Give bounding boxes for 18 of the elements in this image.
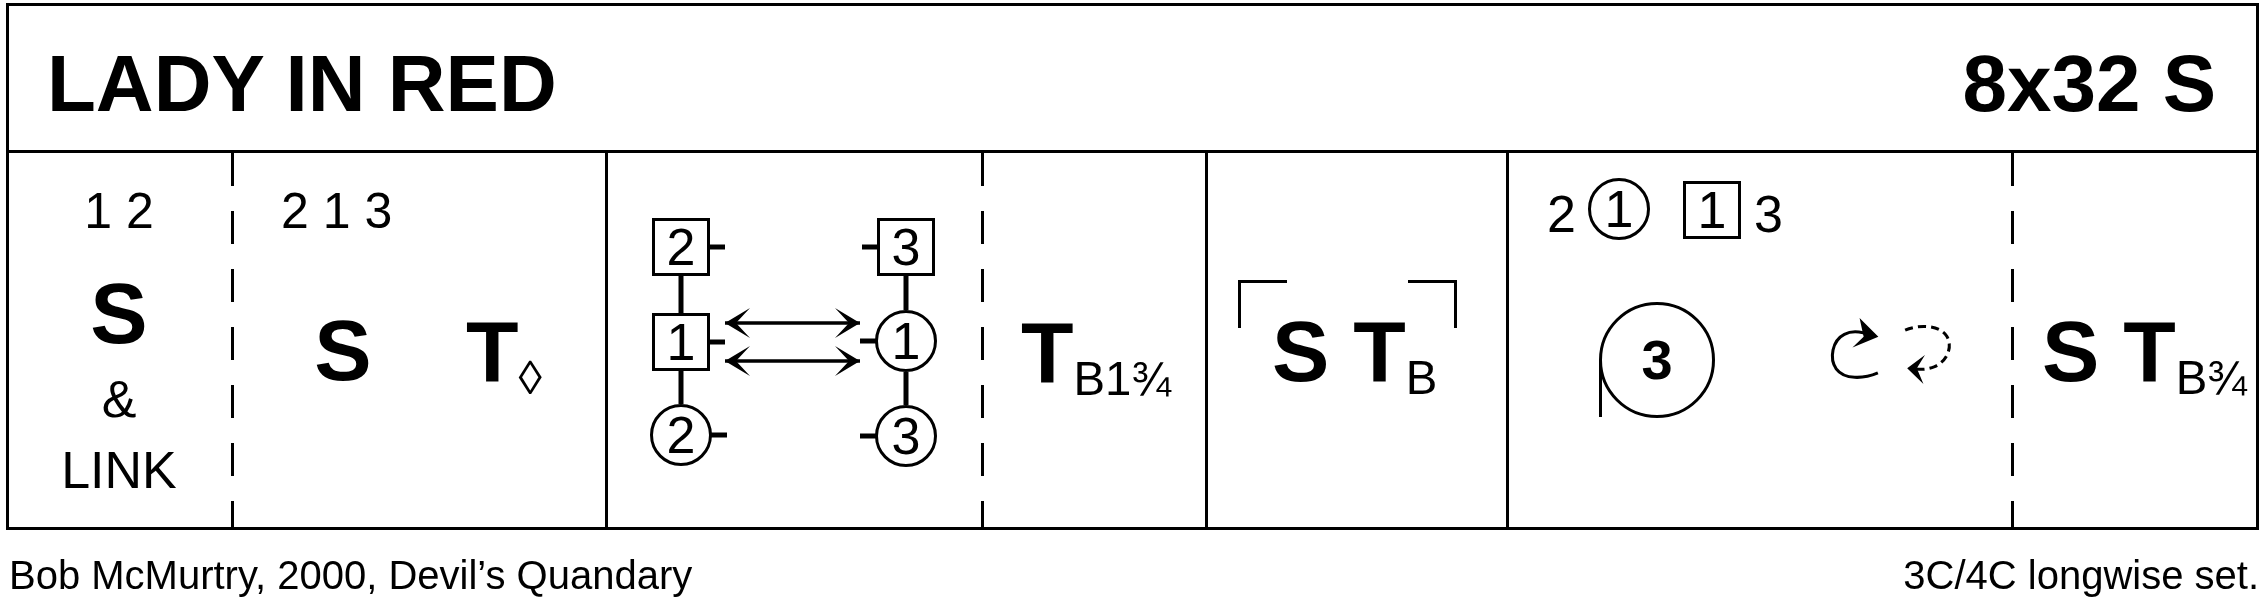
dancer-order: 2 1 3: [281, 186, 393, 236]
figure-name: & LINK: [61, 369, 177, 501]
set-formation-note: 3C/4C longwise set.: [1903, 555, 2259, 595]
numbered-circle: 1: [1588, 178, 1650, 240]
figure-symbol: T$_{B1¾}$: [1021, 309, 1171, 395]
dance-credits: Bob McMurtry, 2000, Devil’s Quandary: [9, 555, 693, 595]
dance-title: LADY IN RED: [47, 44, 557, 124]
figure-symbol: S T$_{B}$: [1272, 308, 1438, 394]
figure-symbol: S: [314, 307, 372, 393]
tailed-circle: 3: [1599, 302, 1715, 418]
dancer-number: 3: [1754, 188, 1783, 240]
dancer-order: 1 2: [84, 186, 154, 236]
figure-symbol: S T$_{B¾}$: [2042, 308, 2247, 394]
numbered-square: 1: [1683, 181, 1741, 239]
dance-format: 8x32 S: [1962, 44, 2216, 124]
figure-symbol: S: [90, 270, 148, 356]
dancer-number: 2: [1547, 188, 1576, 240]
figure-symbol: T$_{◊}$: [466, 308, 542, 394]
